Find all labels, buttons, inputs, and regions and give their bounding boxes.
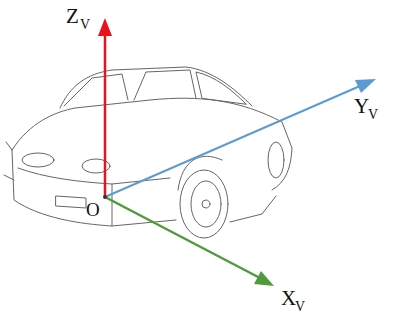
axis-letter: Y [354, 96, 369, 117]
origin-dot [103, 195, 107, 199]
axis-subscript: V [295, 300, 305, 314]
x-arrowhead [254, 271, 274, 286]
car-sketch [4, 67, 292, 238]
z-axis [104, 34, 107, 197]
y-arrowhead [355, 79, 376, 93]
axis-letter: Z [66, 6, 79, 27]
y-axis [105, 86, 360, 197]
origin-label: O [86, 200, 100, 219]
x-axis [105, 197, 260, 278]
axis-subscript: V [368, 108, 378, 122]
axis-letter: X [281, 288, 296, 309]
coordinate-axes [98, 18, 376, 286]
axis-subscript: V [80, 18, 90, 32]
z-arrowhead [98, 18, 112, 36]
